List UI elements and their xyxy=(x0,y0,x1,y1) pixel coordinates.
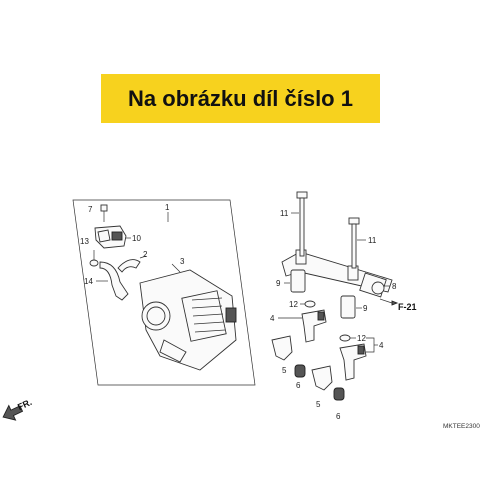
callout-8: 8 xyxy=(392,282,397,291)
callout-5-right: 5 xyxy=(316,400,321,409)
callout-12-right: 12 xyxy=(357,334,366,343)
assembly-frame xyxy=(72,199,256,386)
injector-4-left xyxy=(301,309,327,343)
part-number-banner: Na obrázku díl číslo 1 xyxy=(101,74,380,123)
seal-6-left xyxy=(294,364,306,378)
callout-7: 7 xyxy=(88,205,93,214)
clip-5-left xyxy=(271,335,293,361)
bolt-11-right xyxy=(348,217,360,269)
collar-9-left xyxy=(290,269,306,293)
callout-2: 2 xyxy=(143,250,148,259)
clip-5-right xyxy=(311,365,333,391)
hose-2 xyxy=(117,259,141,273)
callout-9-left: 9 xyxy=(276,279,281,288)
collar-9-right xyxy=(340,295,356,319)
callout-3: 3 xyxy=(180,257,185,266)
callout-13: 13 xyxy=(80,237,89,246)
banner-text: Na obrázku díl číslo 1 xyxy=(128,85,353,111)
callout-1: 1 xyxy=(165,203,170,212)
screw-13 xyxy=(89,250,99,267)
callout-11-left: 11 xyxy=(280,209,289,218)
callout-14: 14 xyxy=(84,277,93,286)
hose-14 xyxy=(99,261,129,301)
callout-11-right: 11 xyxy=(368,236,377,245)
callout-4-left: 4 xyxy=(270,314,275,323)
diagram-code: MKTEE2300 xyxy=(443,423,480,430)
callout-9-right: 9 xyxy=(363,304,368,313)
sensor-10 xyxy=(94,225,127,249)
callout-6-right: 6 xyxy=(336,412,341,421)
bolt-11-left xyxy=(296,191,308,257)
callout-5-left: 5 xyxy=(282,366,287,375)
front-label: FR. xyxy=(16,397,33,412)
oring-12-left xyxy=(304,300,316,308)
seal-6-right xyxy=(333,387,345,401)
ref-f21: F-21 xyxy=(398,302,417,312)
callout-10: 10 xyxy=(132,234,141,243)
bolt-7 xyxy=(100,204,108,222)
callout-12-left: 12 xyxy=(289,300,298,309)
injector-4-right xyxy=(339,343,367,381)
callout-6-left: 6 xyxy=(296,381,301,390)
throttle-body-3 xyxy=(139,269,237,371)
fuel-rail-8 xyxy=(281,249,393,298)
oring-12-right xyxy=(339,334,351,342)
front-arrow-icon xyxy=(2,404,24,421)
callout-4-right: 4 xyxy=(379,341,384,350)
